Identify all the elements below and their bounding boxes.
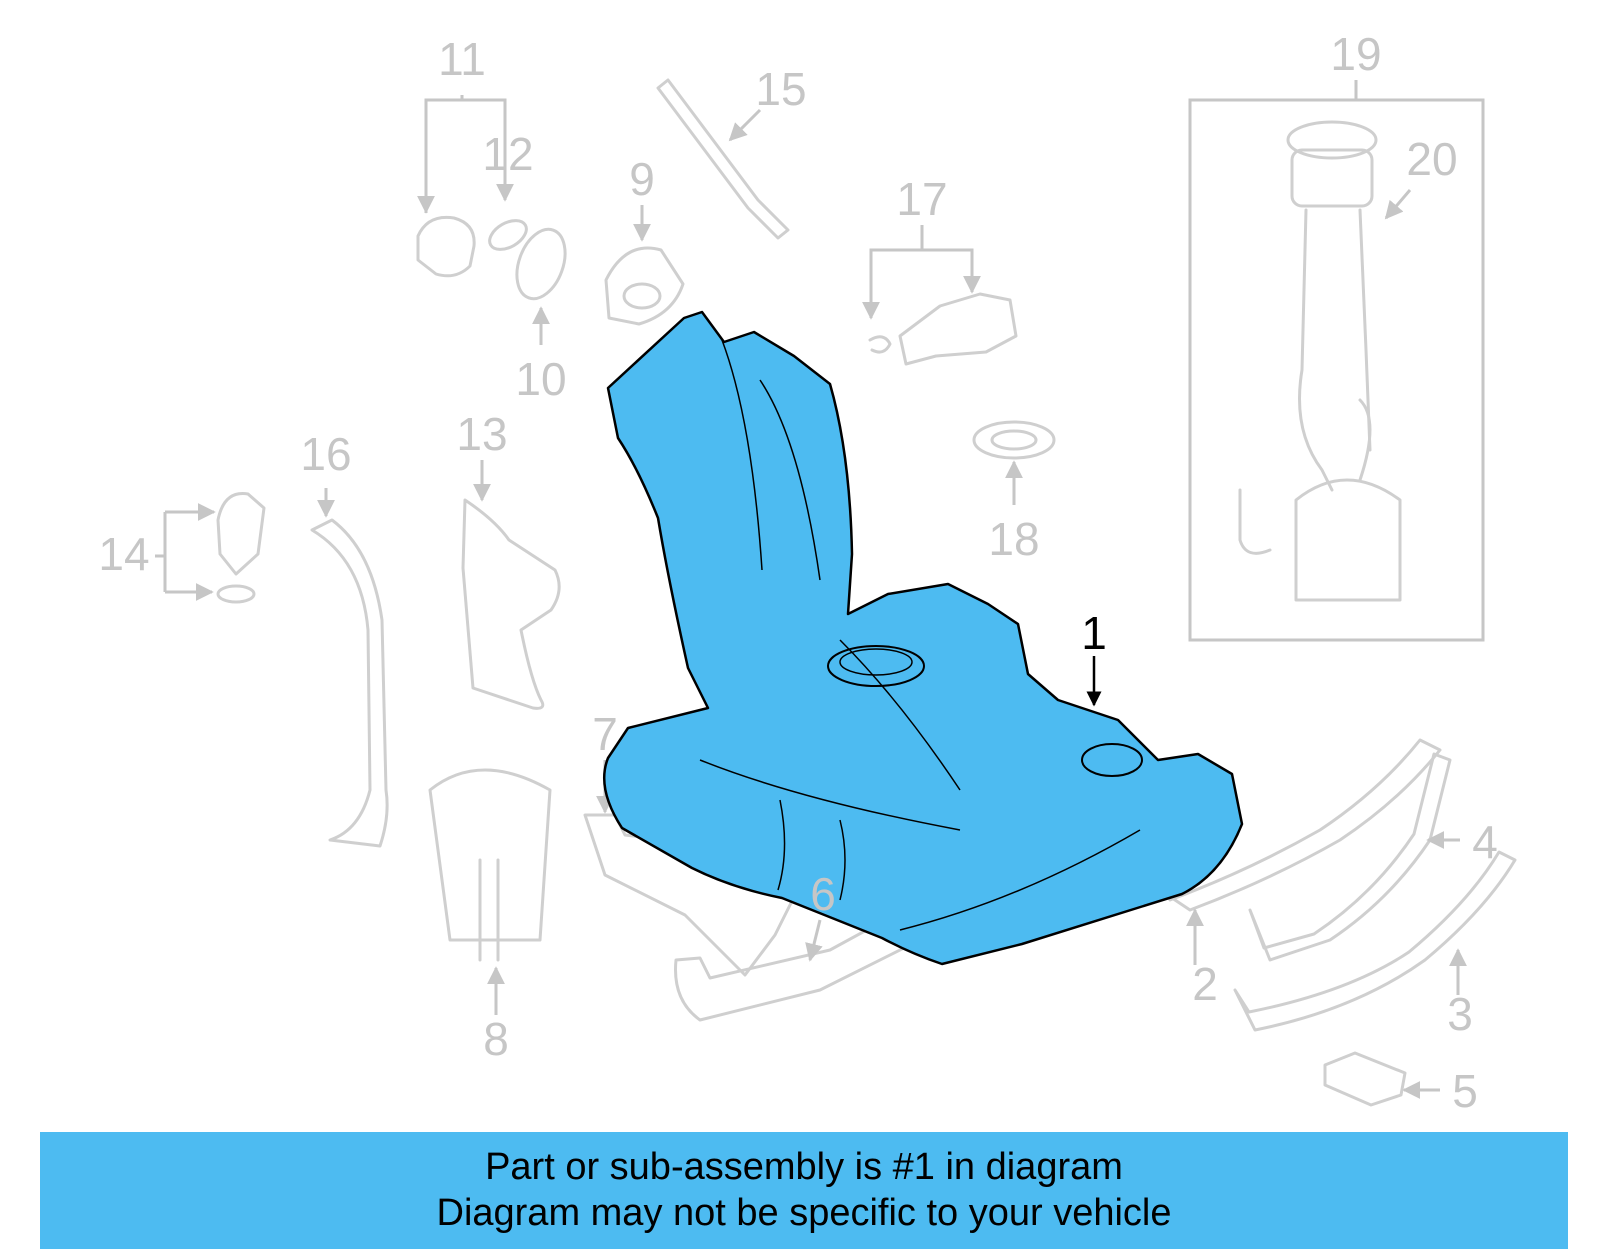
part-15-sender-wire <box>656 78 790 240</box>
part-16-hose <box>310 488 389 848</box>
part-4-strap <box>1248 752 1460 962</box>
callout-11: 11 <box>438 33 486 85</box>
callout-9: 9 <box>629 153 655 205</box>
callout-1[interactable]: 1 <box>1081 607 1107 659</box>
part-19-pump-assembly <box>1188 80 1485 642</box>
callout-7: 7 <box>592 708 618 760</box>
part-20-fuel-pump <box>1384 189 1412 220</box>
part-2-strap <box>1138 738 1442 965</box>
part-3-strap <box>1233 850 1517 1032</box>
callout-4: 4 <box>1472 816 1498 868</box>
part-1-fuel-tank[interactable] <box>602 310 1244 966</box>
info-banner: Part or sub-assembly is #1 in diagram Di… <box>40 1132 1568 1249</box>
part-18-lock-ring <box>972 420 1056 505</box>
callout-17: 17 <box>896 173 947 225</box>
part-12-seal <box>488 219 528 251</box>
callout-14: 14 <box>98 528 149 580</box>
banner-line-2: Diagram may not be specific to your vehi… <box>436 1192 1172 1234</box>
callout-13: 13 <box>456 408 507 460</box>
part-17-valve <box>862 225 1018 366</box>
callout-3: 3 <box>1447 988 1473 1040</box>
callout-10: 10 <box>515 353 566 405</box>
banner-line-1: Part or sub-assembly is #1 in diagram <box>485 1146 1123 1188</box>
part-5-bracket <box>1323 1051 1440 1107</box>
callout-19: 19 <box>1330 28 1381 80</box>
callout-8: 8 <box>483 1013 509 1065</box>
part-13-heat-shield <box>461 460 561 710</box>
part-10-gasket <box>515 227 567 345</box>
part-9-flange <box>604 205 685 326</box>
callout-18: 18 <box>988 513 1039 565</box>
callout-5: 5 <box>1452 1065 1478 1117</box>
callout-16: 16 <box>300 428 351 480</box>
callout-20: 20 <box>1406 133 1457 185</box>
part-8-sleeve <box>428 768 552 1015</box>
part-6-strap <box>674 888 962 1022</box>
part-11-filler-cap <box>416 95 514 278</box>
callout-2: 2 <box>1192 958 1218 1010</box>
callout-15: 15 <box>755 63 806 115</box>
callout-12: 12 <box>482 128 533 180</box>
callout-6: 6 <box>810 868 836 920</box>
part-14-valve <box>155 492 266 604</box>
